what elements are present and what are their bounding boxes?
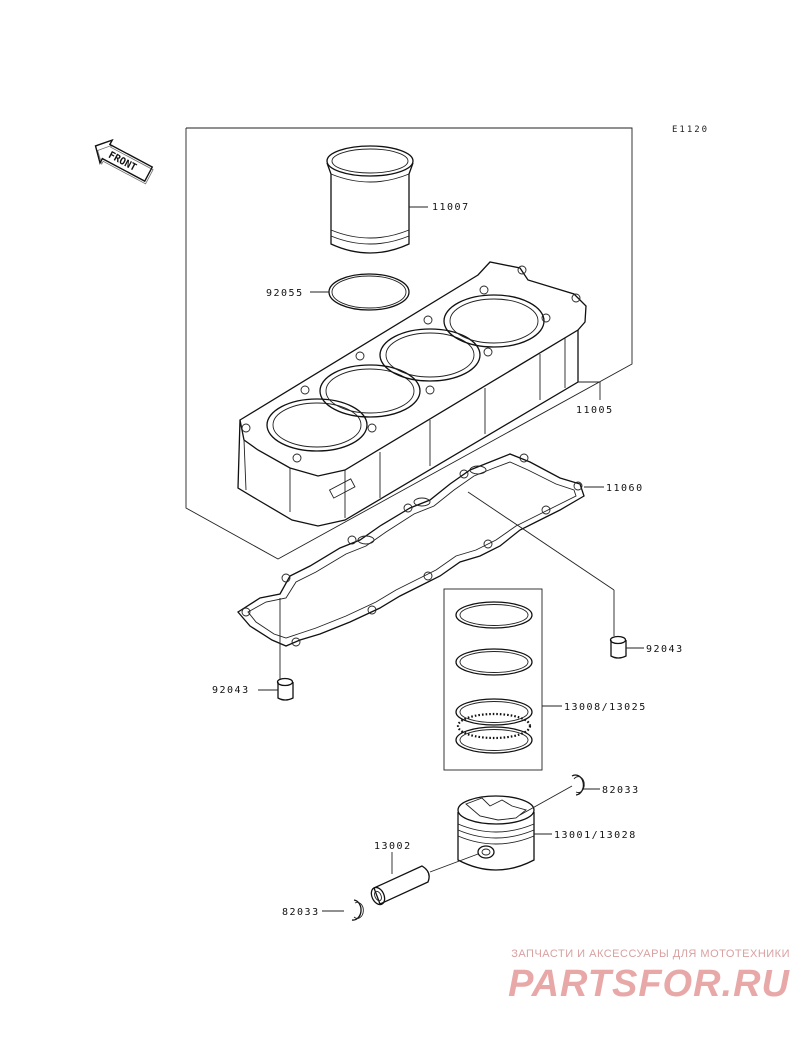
part-label-dowel-pin-right: 92043 [646,644,684,655]
base-gasket [237,453,615,680]
watermark-subtitle: ЗАПЧАСТИ И АКСЕССУАРЫ ДЛЯ МОТОТЕХНИКИ [511,948,790,960]
watermark-logo: PARTSFOR.RU [508,963,790,1005]
part-label-o-ring: 92055 [266,288,304,299]
piston [457,785,573,871]
part-label-base-gasket: 11060 [606,483,644,494]
piston-pin [370,852,479,906]
dowel-pin-right [609,635,644,659]
circlip-left [322,899,364,921]
cylinder-block [237,261,601,527]
cylinder-liner [326,145,428,254]
part-label-circlip-left: 82033 [282,907,320,918]
diagram-code: E1120 [672,125,709,135]
circlip-right [571,774,600,796]
part-label-piston: 13001/13028 [554,830,637,841]
front-arrow-icon: FRONT [94,138,154,185]
part-label-dowel-pin-left: 92043 [212,685,250,696]
o-ring [310,273,410,311]
part-label-circlip-right: 82033 [602,785,640,796]
piston-ring-set [443,588,562,771]
part-label-piston-pin: 13002 [374,841,412,852]
part-label-cylinder-liner: 11007 [432,202,470,213]
cylinder-group-frame [185,127,633,560]
dowel-pin-left [258,677,294,701]
part-label-cylinder-block: 11005 [576,405,614,416]
part-label-piston-ring-set: 13008/13025 [564,702,647,713]
